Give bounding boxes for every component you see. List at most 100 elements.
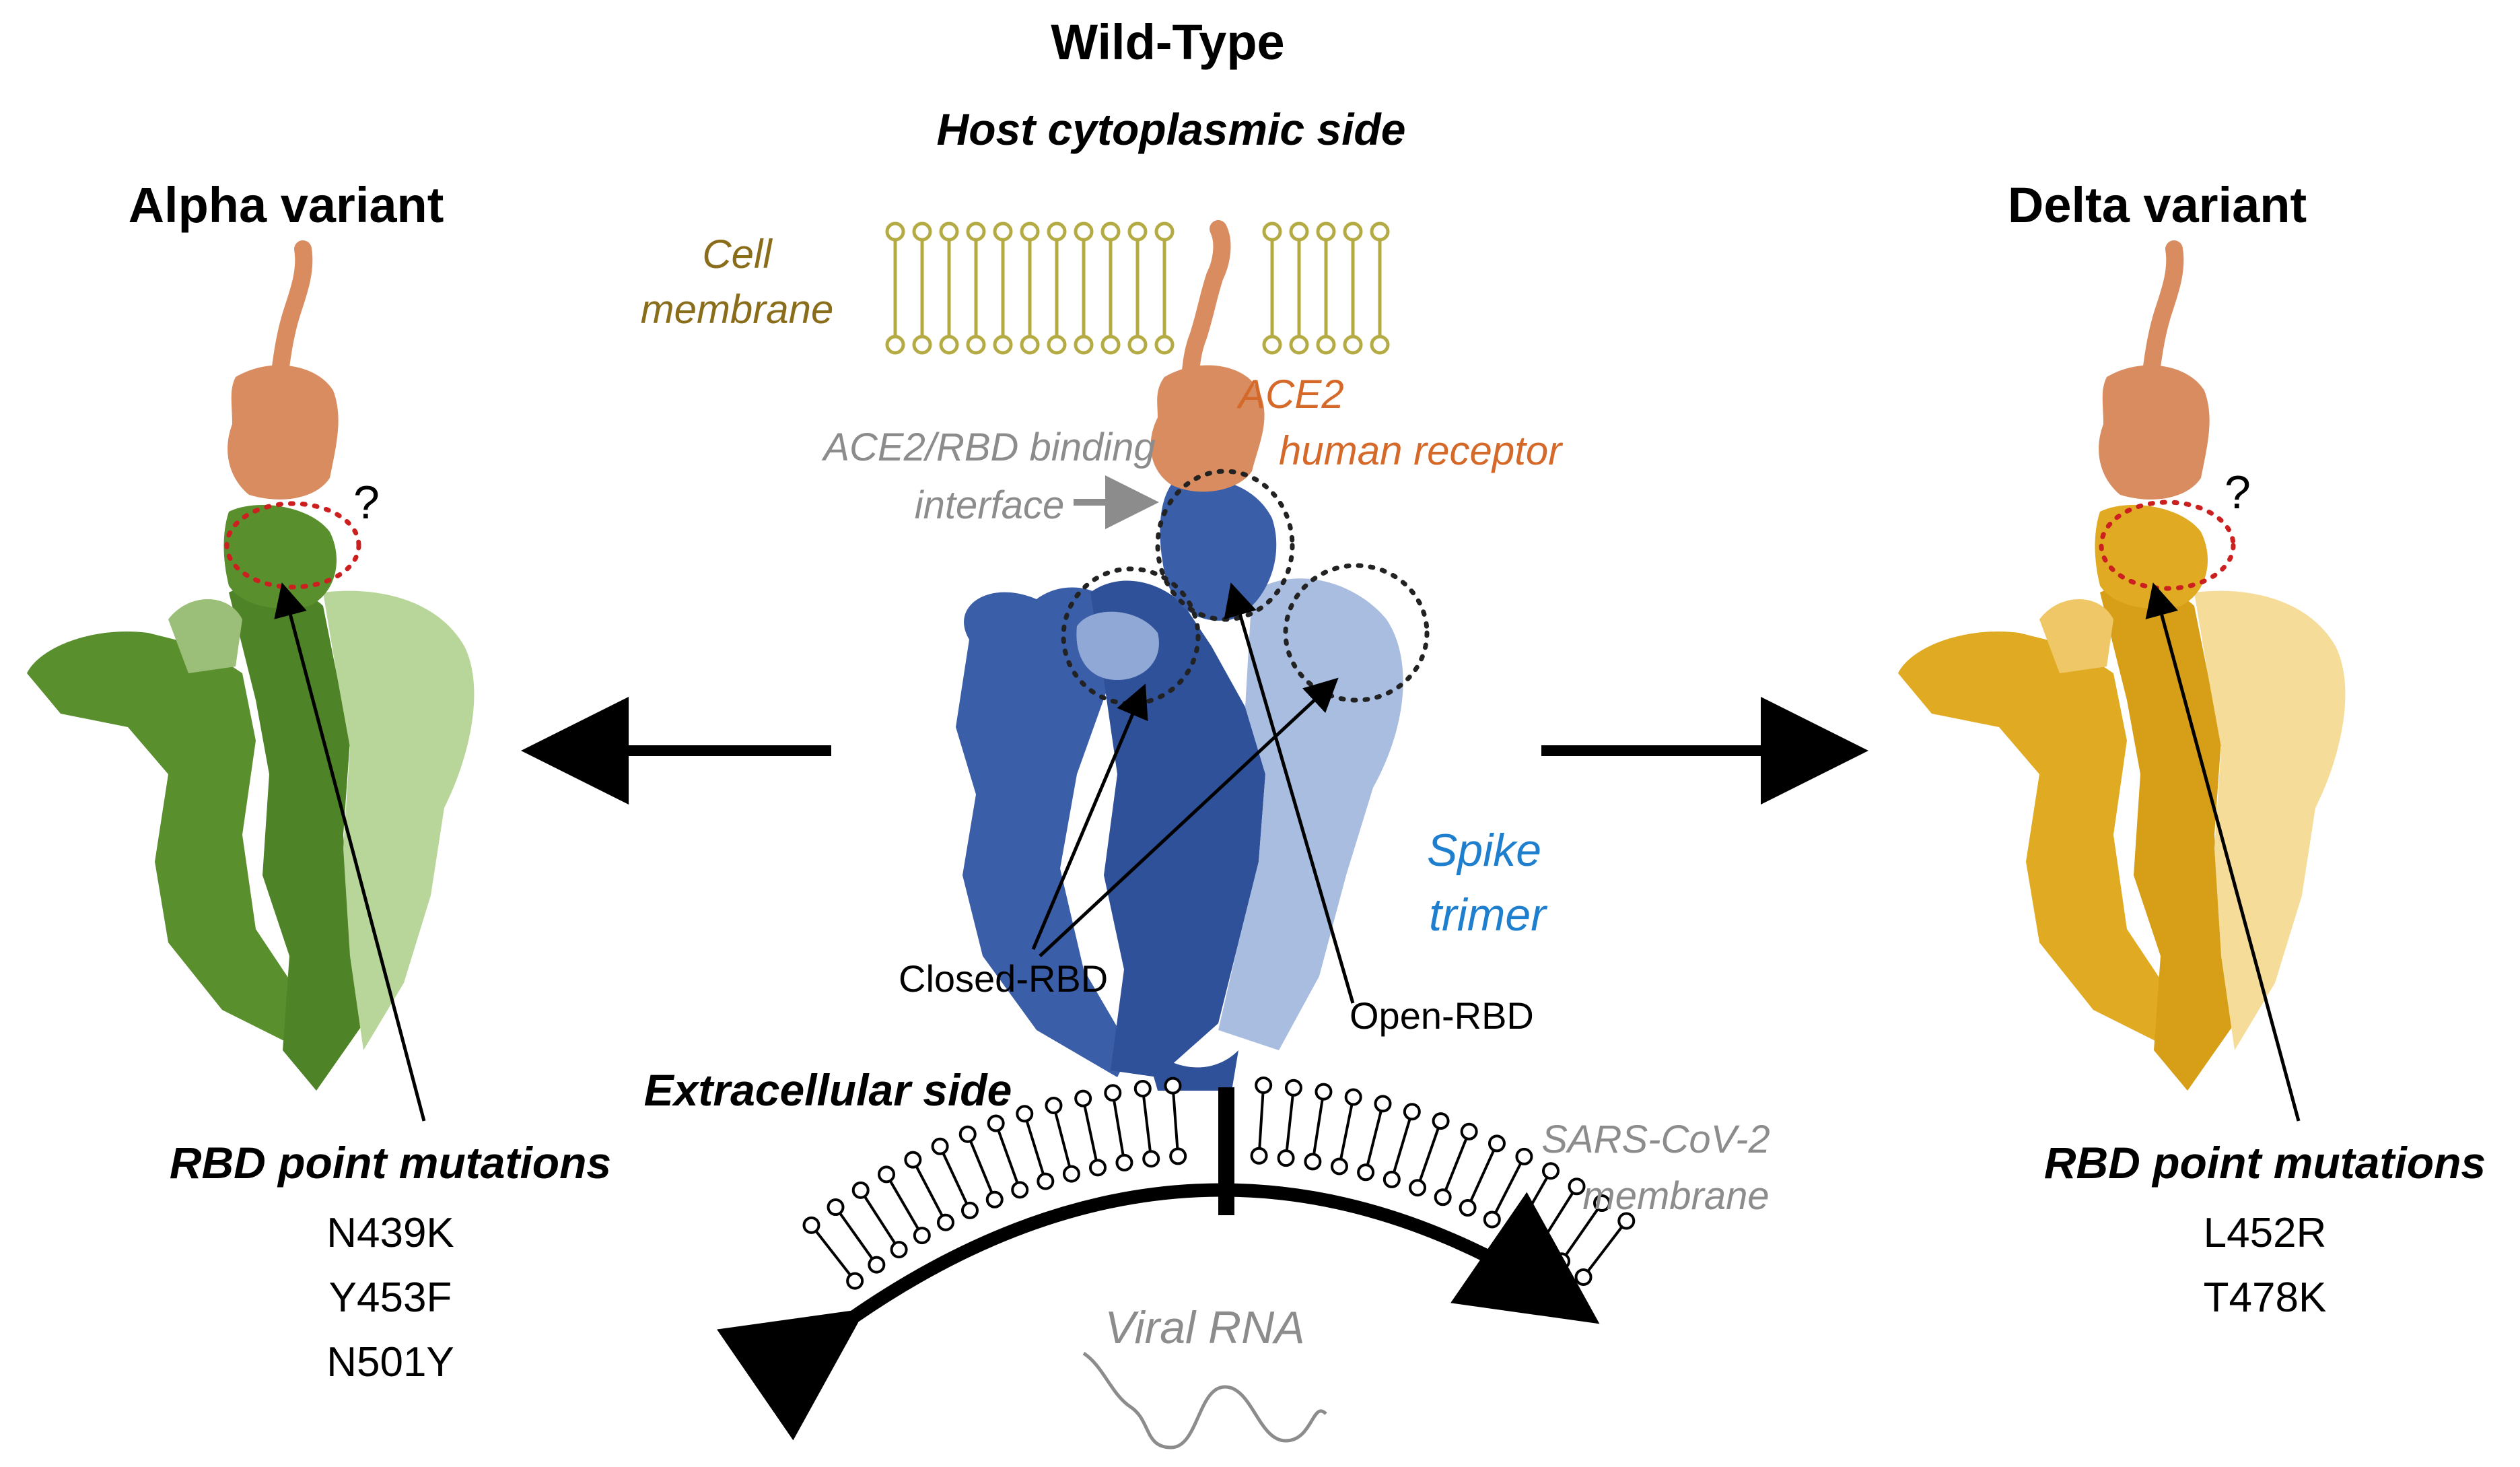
viral-membrane-lipid-tail	[1337, 1097, 1355, 1167]
viral-membrane-lipid-tail	[1171, 1085, 1180, 1157]
viral-membrane-lipid-head	[1011, 1181, 1029, 1199]
viral-membrane-lipid-head	[1568, 1178, 1586, 1196]
viral-membrane-lipid-head	[985, 1190, 1004, 1208]
cell-membrane-lipid-head	[993, 335, 1013, 355]
viral-membrane-lipid-head	[1045, 1096, 1063, 1114]
ace2-receptor-delta	[2099, 240, 2210, 500]
viral-membrane-lipid-tail	[994, 1122, 1022, 1190]
viral-membrane-lipid-head	[1530, 1237, 1548, 1256]
viral-membrane-lipid-tail	[1537, 1186, 1578, 1248]
viral-membrane-lipid-head	[1304, 1153, 1322, 1171]
viral-membrane-lipid-tail	[1466, 1142, 1498, 1208]
viral-membrane-lipid-tail	[1284, 1087, 1295, 1159]
viral-membrane-lipid-tail	[1514, 1170, 1552, 1233]
cell-membrane-lipid-head	[1020, 221, 1040, 242]
viral-membrane-lipid-head	[1088, 1159, 1107, 1177]
viral-membrane-lipid-head	[802, 1216, 820, 1234]
cell-membrane-lipid-head	[1020, 335, 1040, 355]
viral-membrane-lipid-head	[1617, 1212, 1636, 1230]
alpha-mutations-title: RBD point mutations	[170, 1138, 611, 1188]
viral-membrane-lipid-tail	[1490, 1155, 1526, 1221]
viral-membrane-lipid-head	[1142, 1150, 1160, 1168]
viral-membrane-lipid-head	[1488, 1134, 1506, 1153]
extracellular-side-label: Extracellular side	[644, 1065, 1012, 1115]
open-rbd-label: Open-RBD	[1350, 994, 1534, 1037]
cell-membrane-lipid-head	[1154, 221, 1175, 242]
cell-membrane-lipid-head	[1343, 335, 1363, 355]
viral-membrane-lipid-tail	[834, 1206, 878, 1266]
viral-membrane-lipid-tail	[1257, 1085, 1265, 1156]
viral-rna-strand	[1082, 1351, 1327, 1449]
cell-membrane-lipid-head	[1289, 221, 1309, 242]
cell-membrane-lipid-head	[993, 221, 1013, 242]
viral-membrane-lipid-head	[987, 1114, 1005, 1132]
closed-rbd-circle-right	[1283, 563, 1430, 703]
viral-membrane-lipid-head	[1483, 1210, 1501, 1229]
cell-membrane-label-line2: membrane	[641, 287, 834, 332]
host-cytoplasmic-side-label: Host cytoplasmic side	[937, 104, 1406, 154]
viral-membrane-lipid-head	[1515, 1147, 1533, 1165]
delta-variant-title: Delta variant	[2008, 177, 2307, 233]
viral-membrane-lipid-head	[1104, 1084, 1122, 1102]
viral-membrane-lipid-head	[1507, 1223, 1525, 1241]
viral-membrane-lipid-head	[960, 1201, 979, 1219]
cell-membrane-lipid-head	[1100, 221, 1121, 242]
viral-membrane-lipid-head	[1409, 1179, 1427, 1197]
viral-membrane-lipid-head	[1403, 1103, 1421, 1121]
delta-mutation-1: L452R	[2204, 1210, 2327, 1256]
cell-membrane-lipid-head	[939, 335, 959, 355]
viral-membrane-lipid-head	[1062, 1165, 1080, 1183]
delta-question-mark: ?	[2225, 466, 2251, 518]
cell-membrane-lipid-head	[885, 335, 905, 355]
cell-membrane-lipid-head	[1047, 221, 1067, 242]
ace2-receptor-wild-type	[1150, 220, 1265, 492]
binding-interface-label-line1: ACE2/RBD binding	[821, 425, 1155, 469]
viral-membrane-lipid-head	[1164, 1077, 1182, 1095]
wild-type-title: Wild-Type	[1051, 14, 1284, 70]
closed-rbd-arrow-right	[1039, 677, 1339, 957]
viral-membrane-lipid-tail	[1052, 1105, 1073, 1175]
viral-membrane-lipid-tail	[1311, 1091, 1325, 1162]
spike-trimer-label-line1: Spike	[1427, 825, 1541, 876]
viral-membrane-lipid-head	[1037, 1172, 1055, 1190]
alpha-mutation-2: Y453F	[329, 1274, 452, 1321]
viral-membrane-lipid-head	[1255, 1076, 1273, 1094]
viral-membrane-lipid-head	[1016, 1105, 1034, 1123]
spike-trimer-label-line2: trimer	[1429, 889, 1547, 941]
viral-membrane-lipid-head	[890, 1241, 908, 1259]
viral-membrane-lipid-head	[904, 1151, 922, 1169]
cell-membrane-lipid-head	[1316, 335, 1336, 355]
cell-membrane-lipid-head	[885, 221, 905, 242]
cell-membrane-lipid-head	[1343, 221, 1363, 242]
cell-membrane-lipid-head	[1127, 335, 1148, 355]
viral-membrane-lipid-head	[1344, 1088, 1362, 1106]
viral-membrane-lipid-head	[1330, 1157, 1348, 1175]
viral-membrane-lipid-tail	[1390, 1111, 1413, 1180]
cell-membrane-lipid-head	[1047, 335, 1067, 355]
viral-membrane-lipid-head	[1542, 1162, 1560, 1180]
cell-membrane-bilayer	[885, 221, 1390, 355]
viral-membrane-lipid-head	[846, 1272, 864, 1290]
cell-membrane-lipid-head	[1262, 335, 1282, 355]
viral-membrane-lipid-head	[1434, 1188, 1452, 1206]
viral-membrane-lipid-tail	[885, 1173, 923, 1237]
cell-membrane-lipid-head	[1100, 335, 1121, 355]
viral-membrane-lipid-head	[931, 1137, 949, 1155]
cell-membrane-label-line1: Cell	[702, 232, 773, 277]
viral-membrane-lipid-tail	[1082, 1098, 1099, 1168]
delta-mutations-title: RBD point mutations	[2044, 1138, 2486, 1188]
viral-membrane-lipid-head	[1460, 1122, 1478, 1140]
alpha-mutation-1: N439K	[326, 1210, 454, 1256]
viral-membrane-lipid-tail	[1111, 1092, 1126, 1163]
cell-membrane-lipid-head	[966, 335, 986, 355]
viral-membrane-lipid-head	[1284, 1079, 1302, 1097]
viral-membrane-lipid-head	[1382, 1170, 1401, 1188]
alpha-mutation-arrow	[274, 582, 426, 1122]
cell-membrane-lipid-head	[1262, 221, 1282, 242]
ace2-label-line1: ACE2	[1236, 372, 1344, 417]
alpha-variant-title: Alpha variant	[129, 177, 444, 233]
viral-membrane-lipid-head	[827, 1198, 845, 1217]
ace2-receptor-alpha	[228, 240, 339, 500]
binding-interface-label-line2: interface	[915, 483, 1064, 527]
